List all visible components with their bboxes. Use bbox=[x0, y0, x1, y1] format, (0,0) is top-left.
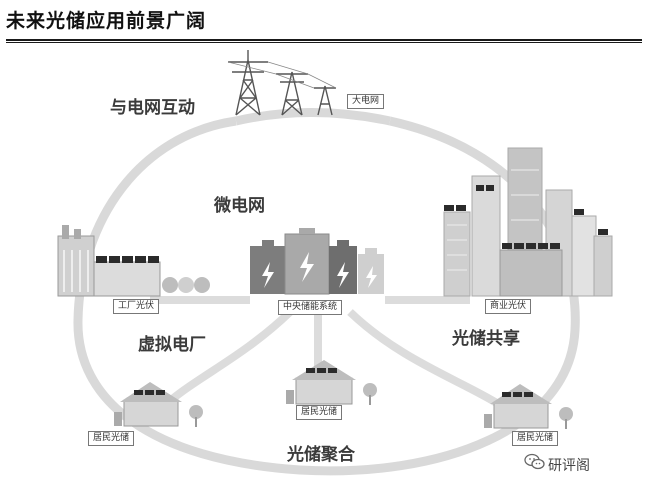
tag-resident-left: 居民光储 bbox=[88, 431, 135, 446]
label-microgrid: 微电网 bbox=[214, 196, 265, 216]
tag-central-storage: 中央储能系统 bbox=[278, 300, 343, 315]
label-aggregation: 光储聚合 bbox=[287, 445, 355, 465]
wechat-icon bbox=[524, 453, 545, 470]
power-tower-icon bbox=[227, 50, 337, 116]
tag-factory-pv: 工厂光伏 bbox=[113, 299, 160, 314]
tag-resident-right: 居民光储 bbox=[512, 431, 559, 446]
city-buildings-icon bbox=[443, 147, 613, 297]
title-divider-thin bbox=[6, 42, 642, 43]
title-divider bbox=[6, 39, 642, 41]
tag-big-grid: 大电网 bbox=[347, 94, 385, 109]
house-right-icon bbox=[484, 384, 573, 429]
label-grid-interaction: 与电网互动 bbox=[110, 98, 195, 118]
label-virtual-plant: 虚拟电厂 bbox=[138, 335, 206, 355]
page-title: 未来光储应用前景广阔 bbox=[6, 10, 207, 32]
watermark-text: 研评阁 bbox=[548, 458, 590, 474]
tag-commercial-pv: 商业光伏 bbox=[485, 299, 532, 314]
tag-resident-middle: 居民光储 bbox=[296, 405, 343, 420]
label-sharing: 光储共享 bbox=[452, 329, 520, 349]
house-middle-icon bbox=[286, 360, 377, 405]
battery-bank-icon bbox=[250, 228, 384, 295]
factory-icon bbox=[57, 225, 210, 297]
house-left-icon bbox=[114, 382, 203, 427]
